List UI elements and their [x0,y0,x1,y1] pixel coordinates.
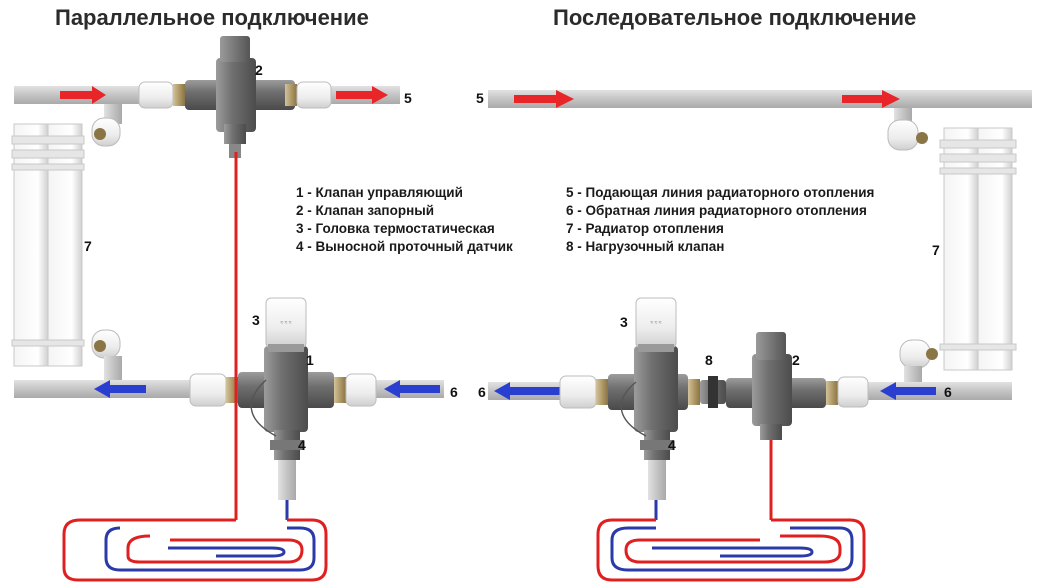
legend-item-6: 6 - Обратная линия радиаторного отоплени… [566,203,867,218]
legend-item-5: 5 - Подающая линия радиаторного отоплени… [566,185,875,200]
legend-item-2: 2 - Клапан запорный [296,203,435,218]
radiator-left [11,123,85,367]
title-parallel: Параллельное подключение [55,5,369,30]
supply-arrow-1 [60,86,106,104]
bypass-valve-8 [700,376,726,408]
callout-2-right: 2 [792,352,800,368]
flow-sensor-right [620,381,674,500]
callout-7-left: 7 [84,238,92,254]
legend-item-7: 7 - Радиатор отопления [566,221,724,236]
legend-item-3: 3 - Головка термостатическая [296,221,495,236]
control-valve-left [189,346,377,432]
return-arrow-4 [880,382,936,400]
supply-arrow-2 [336,86,388,104]
supply-arrow-4 [842,90,900,108]
callout-4-right: 4 [668,437,676,453]
callout-6-left: 6 [450,384,458,400]
callout-2-left: 2 [255,62,263,78]
callout-4-left: 4 [298,437,306,453]
floor-loop-left [62,518,328,582]
callout-6-right-in: 6 [944,384,952,400]
return-arrow-2 [384,380,440,398]
callout-3-right: 3 [620,314,628,330]
callout-8-right: 8 [705,352,713,368]
floor-loop-right [596,518,866,582]
shutoff-valve-left [138,36,332,158]
svg-text:≈ ≈ ≈: ≈ ≈ ≈ [650,320,661,326]
radiator-right [939,127,1017,371]
thermostatic-head-left: ≈ ≈ ≈ [265,297,307,352]
callout-3-left: 3 [252,312,260,328]
legend-item-8: 8 - Нагрузочный клапан [566,239,725,254]
supply-arrow-3 [514,90,574,108]
radiator-elbow-top-right [887,119,919,151]
legend-item-4: 4 - Выносной проточный датчик [296,239,513,254]
thermostatic-head-right: ≈ ≈ ≈ [635,297,677,352]
callout-5-right: 5 [476,90,484,106]
shutoff-valve-right [726,332,869,440]
svg-text:≈ ≈ ≈: ≈ ≈ ≈ [280,320,291,326]
legend-item-1: 1 - Клапан управляющий [296,185,463,200]
flow-sensor-left [250,379,304,500]
title-serial: Последовательное подключение [553,5,917,30]
callout-7-right: 7 [932,242,940,258]
legend-right: 5 - Подающая линия радиаторного отоплени… [566,184,874,256]
radiator-elbow-bottom-right [899,339,931,369]
return-arrow-3 [494,382,560,400]
legend-left: 1 - Клапан управляющий 2 - Клапан запорн… [296,184,513,256]
return-arrow-1 [94,380,146,398]
supply-pipe-right [488,90,1032,108]
control-valve-right [559,346,700,432]
callout-6-right-out: 6 [478,384,486,400]
callout-1-left: 1 [306,352,314,368]
callout-5-left: 5 [404,90,412,106]
